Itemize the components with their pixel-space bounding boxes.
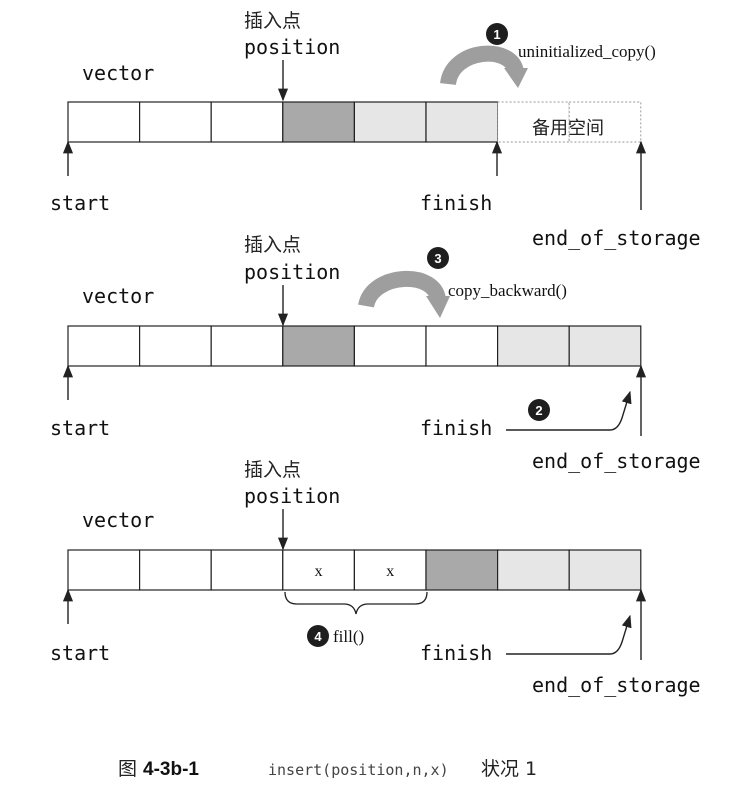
element-cell [425,325,499,367]
finish-label: finish [420,416,492,440]
cell-value: x [386,563,394,580]
start-label: start [50,641,110,665]
cell-row [67,325,642,367]
step-badge-number: 4 [314,629,322,644]
insert-point-cell [282,101,355,143]
step-badge [486,23,508,45]
curved-copy-arrow-icon [440,45,524,86]
caption-prefix: 图 [118,758,137,780]
step-badge [427,247,449,269]
end-of-storage-label: end_of_storage [532,449,701,473]
vector-label: vector [82,284,154,308]
position-label: position [244,35,340,59]
element-cell [210,325,284,367]
step-badge [307,625,329,647]
position-label: position [244,484,340,508]
finish-step-badge-number: 2 [535,403,542,418]
caption-number: 4-3b-1 [143,759,199,780]
fill-range-brace [284,591,428,615]
step-label: copy_backward() [448,281,567,300]
position-label: position [244,260,340,284]
end-of-storage-label: end_of_storage [532,673,701,697]
insert-point-label: 插入点 [244,10,301,32]
element-cell-shaded [568,549,642,591]
element-cell [353,325,427,367]
element-cell-shaded [568,325,642,367]
insert-point-label: 插入点 [244,459,301,481]
element-cell [67,549,141,591]
panel-1: 插入点 position vector 备用空间 start finish en… [50,10,701,250]
insert-point-label: 插入点 [244,234,301,256]
curved-copy-arrowhead-icon [504,68,528,88]
element-cell-shaded [497,549,570,591]
finish-step-badge [528,399,550,421]
finish-move-arrow [506,614,632,655]
finish-move-arrow [506,390,632,431]
start-label: start [50,191,110,215]
element-cell [210,549,284,591]
caption-suffix: 状况 1 [481,758,537,780]
element-cell [210,101,284,143]
element-cell-shaded [497,325,570,367]
element-cell [139,101,212,143]
element-cell [353,549,427,591]
vector-label: vector [82,61,154,85]
element-cell-shaded [353,101,427,143]
element-cell [139,549,212,591]
finish-label: finish [420,641,492,665]
insert-point-cell [425,549,499,591]
spare-cell [568,101,642,143]
step-badge-number: 3 [434,251,441,266]
start-label: start [50,416,110,440]
step-label: uninitialized_copy() [518,42,656,61]
cell-value: x [315,563,323,580]
step-badge-number: 1 [493,27,500,42]
spare-space-label: 备用空间 [532,118,604,139]
curved-copy-backward-arrow-icon [358,271,446,309]
figure-caption: 图 4-3b-1 insert(position,n,x) 状况 1 [118,758,537,780]
element-cell-shaded [425,101,499,143]
insert-point-cell [282,325,355,367]
end-of-storage-label: end_of_storage [532,226,701,250]
step-label: fill() [333,627,364,646]
spare-cell [497,101,570,143]
cell-row [67,101,642,143]
panel-2: 插入点 position vector start finish 2 end_o… [50,234,701,473]
element-cell [67,325,141,367]
finish-label: finish [420,191,492,215]
element-cell [67,101,141,143]
element-cell [139,325,212,367]
caption-code: insert(position,n,x) [268,761,449,779]
curved-copy-backward-arrowhead-icon [426,296,450,318]
vector-label: vector [82,508,154,532]
